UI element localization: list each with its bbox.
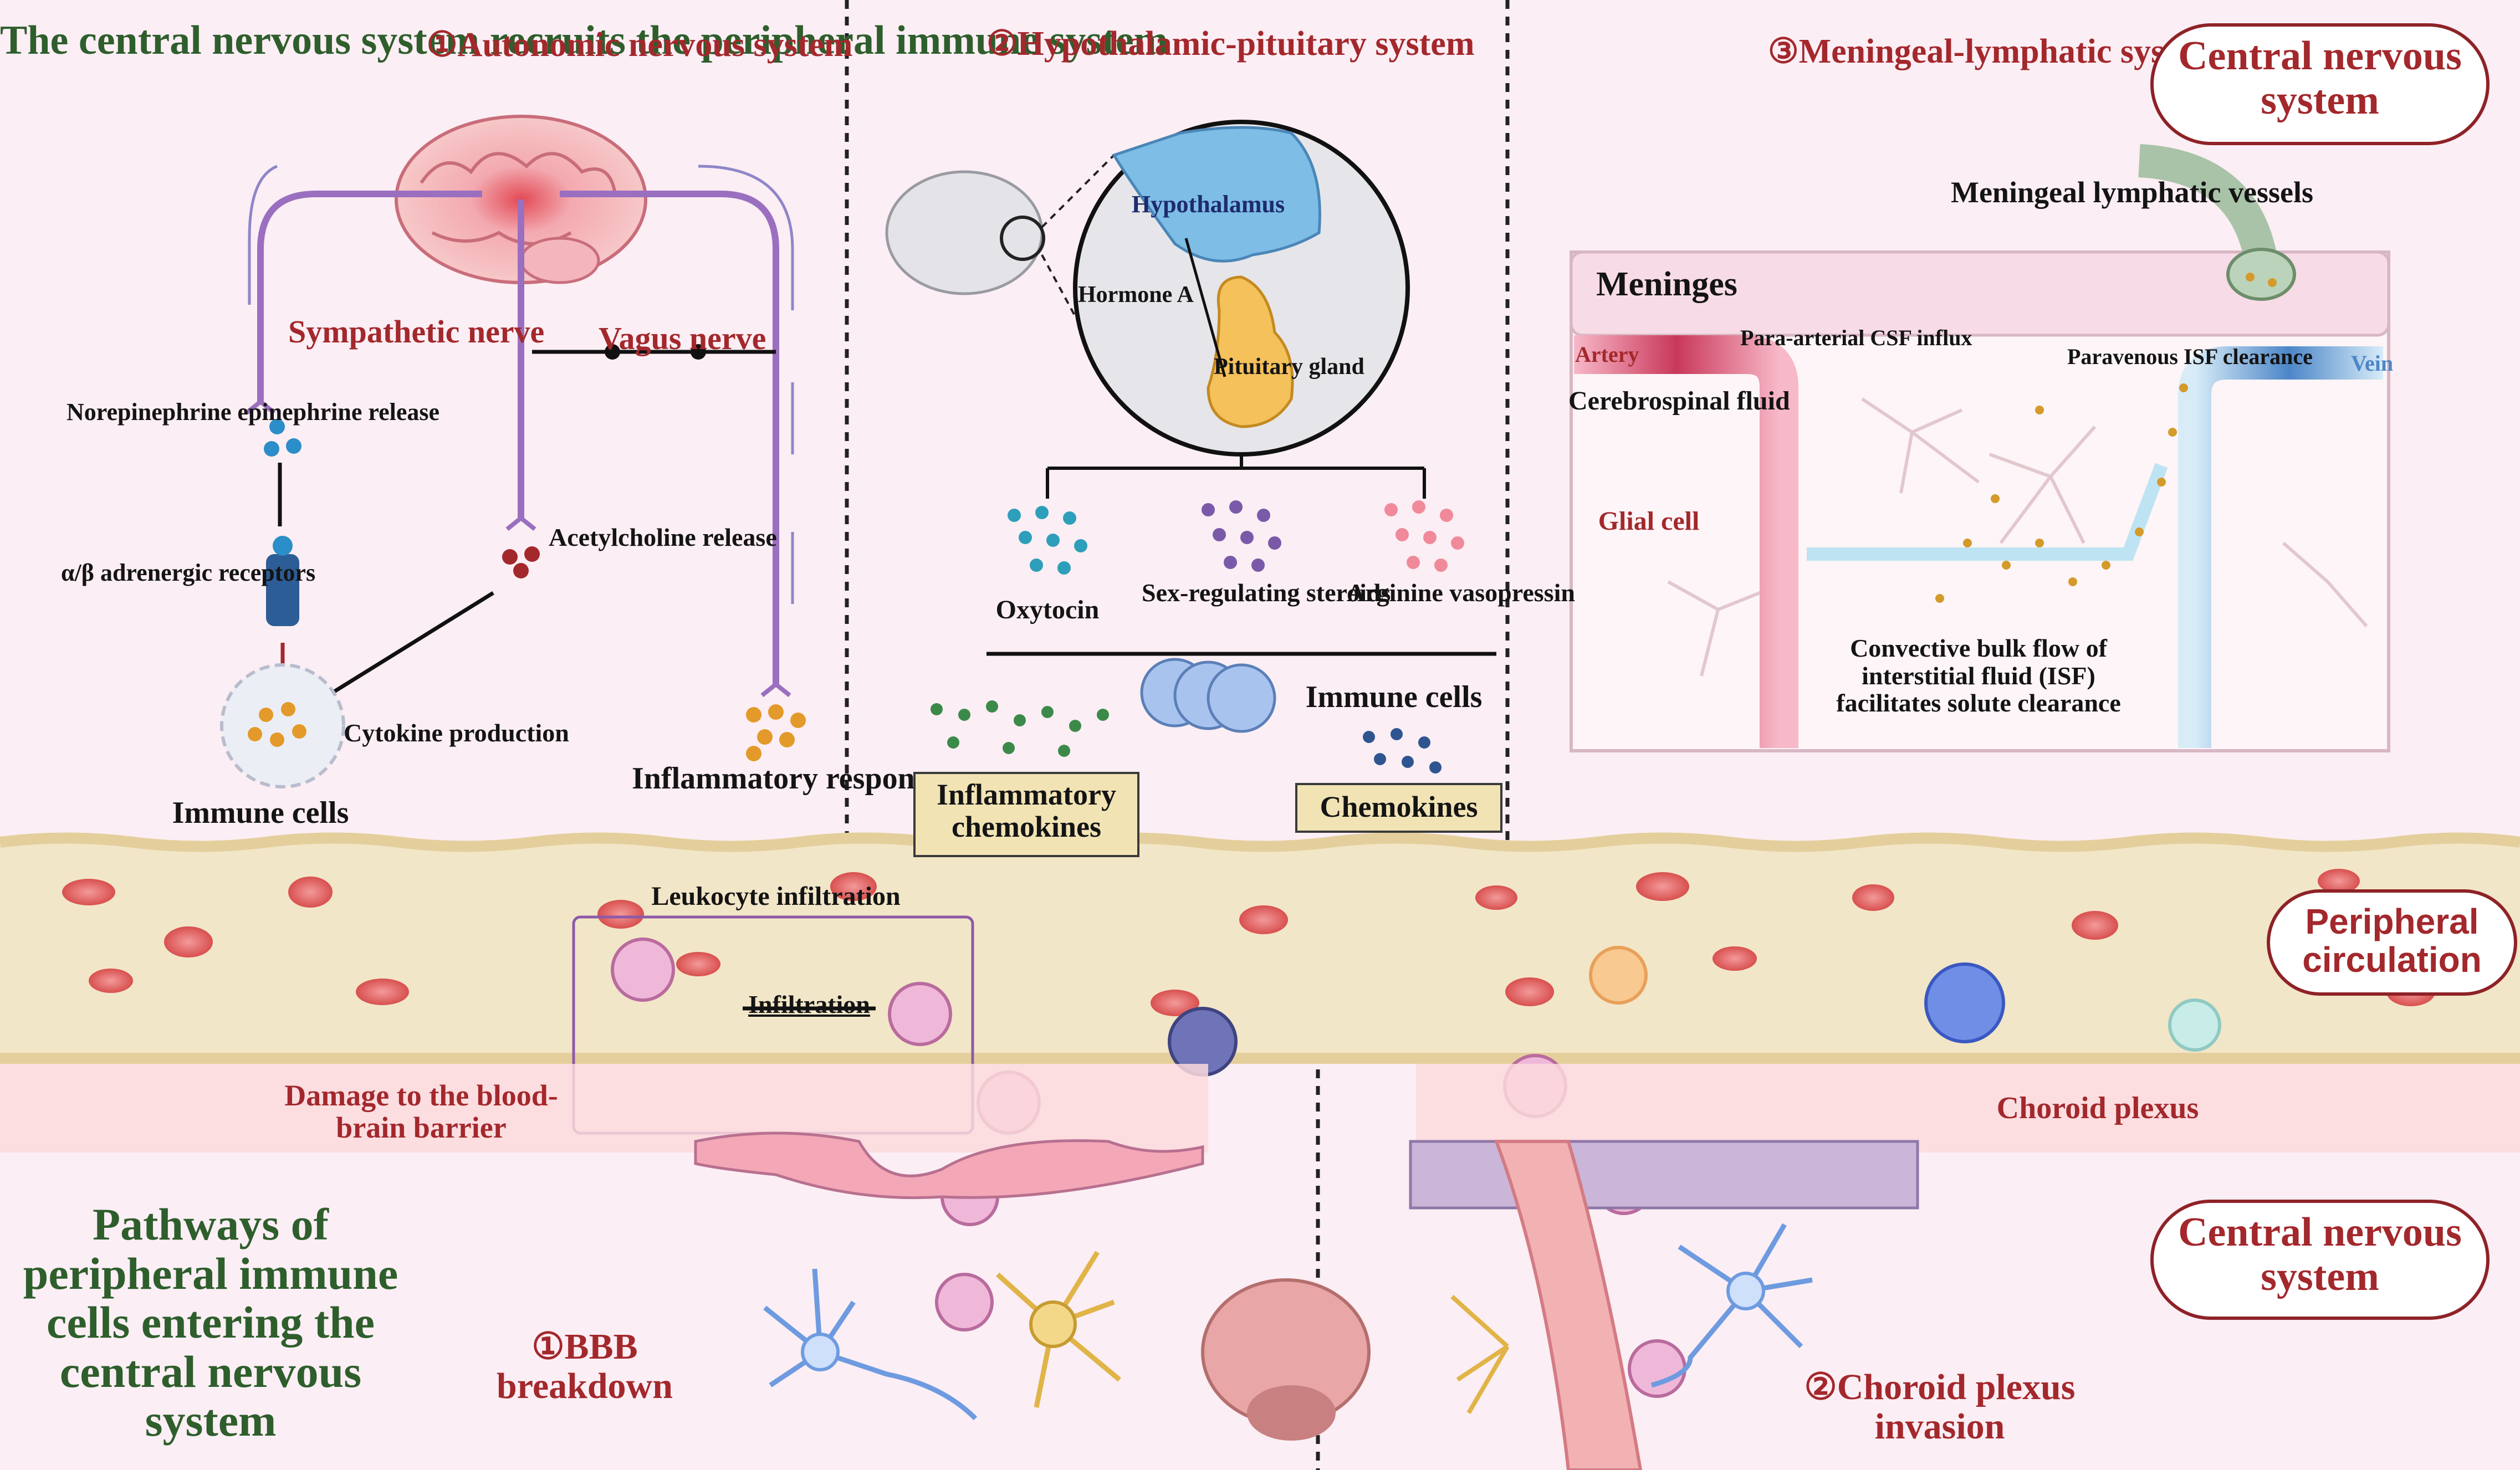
inflammatory-dots: [746, 704, 806, 761]
dendritic-cell-icon: [1924, 962, 2005, 1043]
inhibit-line: [331, 591, 494, 694]
neuron-left: [763, 1268, 978, 1421]
hypothalamus-label: Hypothalamus: [1131, 191, 1285, 218]
oxytocin-dots: [1008, 506, 1087, 575]
steroid-dots: [1202, 500, 1281, 572]
astrocyte-soma: [1029, 1300, 1077, 1348]
leukocyte-label: Leukocyte infiltration: [651, 882, 901, 911]
meningeal-label: ③Meningeal-lymphatic system: [1768, 33, 2220, 70]
norepinephrine-label: Norepinephrine epinephrine release: [67, 398, 440, 426]
hormone-label: Hormone A: [1078, 282, 1194, 308]
cns-top-label: Central nervous system: [2178, 33, 2462, 123]
small-brain-icon: [885, 170, 1045, 295]
cns-pill-bottom: Central nervous system: [2150, 1200, 2490, 1320]
vasopressin-label: Arginine vasopressin: [1347, 578, 1575, 607]
choroid-label: Choroid plexus: [1996, 1091, 2199, 1125]
brain-bottom-icon: [1201, 1278, 1371, 1441]
vasopressin-dots: [1384, 500, 1464, 572]
red-blood-cells: [62, 869, 2435, 1016]
neuron-left-soma: [801, 1333, 840, 1371]
pathways-title: Pathways of peripheral immune cells ente…: [23, 1199, 398, 1446]
vein-label: Vein: [2350, 351, 2394, 376]
recruit-title: The central nervous system recruits the …: [0, 18, 1168, 63]
glial-label: Glial cell: [1598, 506, 1700, 536]
vagus-node-2: [691, 344, 706, 360]
inflam-chemokines-box: Inflammatory chemokines: [913, 772, 1139, 857]
flow-arrows: [248, 165, 794, 604]
damage-label: Damage to the blood-brain barrier: [284, 1079, 558, 1145]
choroid-invasion-label: ②Choroid plexus invasion: [1804, 1367, 2076, 1447]
inflammatory-label: Inflammatory responses: [632, 761, 953, 796]
infiltration-label: Infiltration: [748, 990, 870, 1018]
cns-pill-top: Central nervous system: [2150, 23, 2490, 145]
adrenergic-receptor-icon: [266, 536, 299, 626]
hpa-label: ②Hypothalamic-pituitary system: [986, 25, 1475, 63]
lymph-vessels-label: Meningeal lymphatic vessels: [1951, 176, 2313, 209]
hpa-immune-cells-label: Immune cells: [1305, 680, 1483, 714]
hypothalamus-zoom: [1073, 120, 1410, 457]
bbb-band: [0, 1064, 1208, 1153]
neuron-right: [1650, 1223, 1813, 1388]
convective-label: Convective bulk flow of interstitial flu…: [1836, 634, 2121, 718]
immune-cells-cluster: [1140, 658, 1276, 733]
nerve-paths: [257, 191, 779, 687]
choroid-stalk: [1494, 1140, 1643, 1470]
peripheral-pill: Peripheral circulation: [2267, 889, 2517, 996]
paravenous-label: Paravenous ISF clearance: [2067, 344, 2313, 369]
acetylcholine-label: Acetylcholine release: [549, 523, 777, 551]
neuron-right-soma: [1726, 1272, 1765, 1310]
sympathetic-label: Sympathetic nerve: [288, 314, 545, 350]
meninges-label: Meninges: [1596, 265, 1737, 303]
lymph-vessel-icon: [2138, 144, 2296, 301]
peripheral-label: Peripheral circulation: [2302, 902, 2482, 980]
csf-label: Cerebrospinal fluid: [1568, 386, 1790, 416]
bbb-label: ①BBB breakdown: [497, 1326, 673, 1407]
isf-flow-arrow: [1807, 463, 2168, 561]
vein-vessel: [2178, 346, 2383, 748]
acetylcholine-dots: [502, 546, 540, 578]
blood-vessel: [0, 832, 2520, 1064]
cns-bottom-label: Central nervous system: [2178, 1210, 2462, 1299]
immune-cells-label: Immune cells: [172, 796, 349, 830]
artery-label: Artery: [1575, 342, 1639, 367]
cytokine-label: Cytokine production: [344, 719, 569, 747]
receptors-label: α/β adrenergic receptors: [61, 559, 316, 586]
hormone-branch: [1046, 454, 1426, 499]
nerve-terminals: [245, 398, 791, 698]
vagus-node-1: [605, 344, 620, 360]
norepinephrine-dots: [264, 419, 301, 457]
autonomic-label: ①Autonomic nervous system: [427, 26, 853, 64]
artery-vessel: [1574, 335, 1798, 748]
inflam-chemokines-label: Inflammatory chemokines: [937, 778, 1116, 844]
platelet-icon: [2168, 998, 2221, 1052]
immune-cell-icon: [220, 663, 345, 788]
oxytocin-label: Oxytocin: [995, 595, 1100, 624]
sex-steroids-label: Sex-regulating steroids: [1142, 578, 1391, 607]
astrocyte: [995, 1251, 1121, 1408]
vagus-label: Vagus nerve: [599, 320, 766, 356]
monocyte-icon: [1589, 946, 1648, 1005]
para-arterial-label: Para-arterial CSF influx: [1740, 325, 1972, 350]
chemokines-box: Chemokines: [1295, 783, 1502, 833]
chemokines-label: Chemokines: [1320, 790, 1478, 823]
choroid-band: [1416, 1064, 2520, 1153]
zoom-line-1: [1041, 154, 1115, 228]
pituitary-label: Pituitary gland: [1214, 354, 1364, 380]
csf-particles: [1935, 273, 2277, 603]
astrocyte-right: [1450, 1295, 1510, 1415]
